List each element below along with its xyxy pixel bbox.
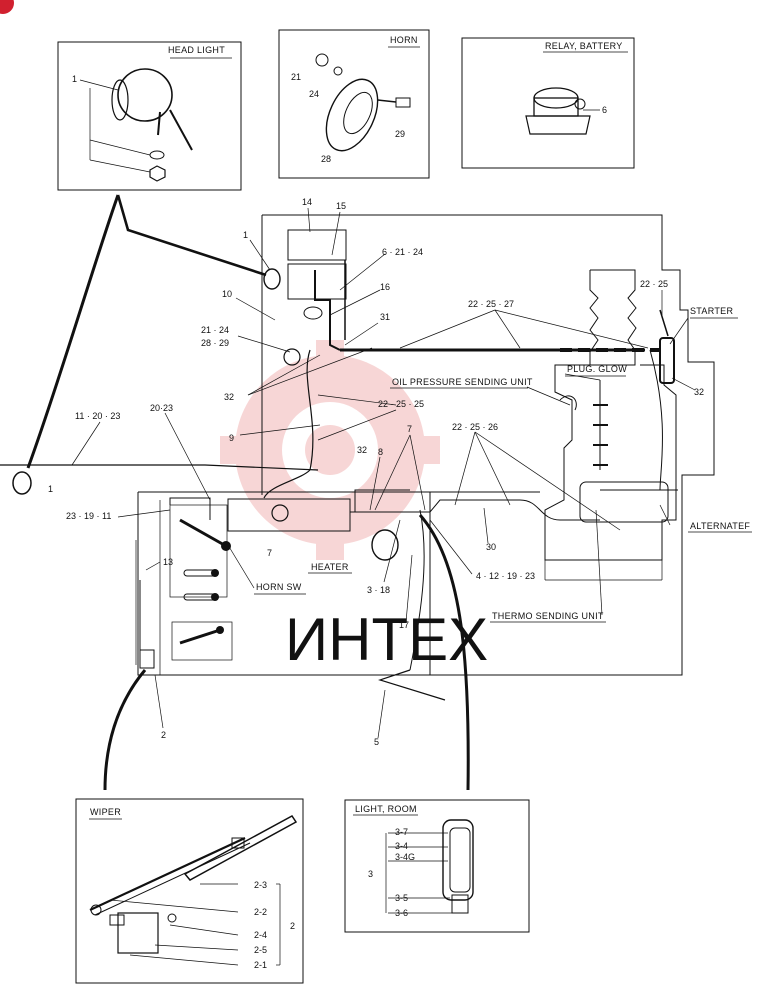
callout-6-21-24: 6 · 21 · 24 [382, 247, 423, 257]
callout-2: 2 [161, 730, 166, 740]
callout-32-right: 32 [694, 387, 704, 397]
horn-sw-label: HORN SW [256, 582, 302, 592]
callout-7-top: 7 [407, 424, 412, 434]
light-part-3-4: 3-4 [395, 841, 408, 851]
light-part-3: 3 [368, 869, 373, 879]
wiper-title: WIPER [90, 807, 121, 817]
callout-32-mid: 32 [357, 445, 367, 455]
callout-10: 10 [222, 289, 232, 299]
callout-22-25: 22 · 25 [640, 279, 668, 289]
oil-pressure-label: OIL PRESSURE SENDING UNIT [392, 377, 533, 387]
callout-7-bottom: 7 [267, 548, 272, 558]
engine-outline [135, 214, 715, 676]
callout-4-12-19-23: 4 · 12 · 19 · 23 [476, 571, 535, 581]
callout-9: 9 [229, 433, 234, 443]
watermark-text: ИНТЕХ [285, 606, 488, 673]
wiper-part-2-3: 2-3 [254, 880, 267, 890]
wiper-part-2: 2 [290, 921, 295, 931]
leader-lines [71, 207, 696, 739]
callout-5: 5 [374, 737, 379, 747]
callout-30: 30 [486, 542, 496, 552]
relay-part-6: 6 [602, 105, 607, 115]
relay-battery-panel: RELAY, BATTERY 6 [461, 37, 635, 169]
wiper-panel: WIPER 2-3 2-2 2 2-4 2-5 2-1 [75, 798, 304, 984]
wiper-part-2-5: 2-5 [254, 945, 267, 955]
callout-31: 31 [380, 312, 390, 322]
horn-part-28: 28 [321, 154, 331, 164]
thermo-label: THERMO SENDING UNIT [492, 611, 604, 621]
callout-22-25-26: 22 · 25 · 26 [452, 422, 498, 432]
callout-22-25-27: 22 · 25 · 27 [468, 299, 514, 309]
callout-3-18: 3 · 18 [367, 585, 390, 595]
callout-14: 14 [302, 197, 312, 207]
callout-21-24: 21 · 24 [201, 325, 229, 335]
wiper-part-2-2: 2-2 [254, 907, 267, 917]
callout-22-25-25: 22 · 25 · 25 [378, 399, 424, 409]
callout-32-left: 32 [224, 392, 234, 402]
relay-battery-title: RELAY, BATTERY [545, 41, 623, 51]
callout-1b: 1 [48, 484, 53, 494]
light-part-3-6: 3-6 [395, 908, 408, 918]
callout-8: 8 [378, 447, 383, 457]
callout-17: 17 [399, 620, 409, 630]
horn-title: HORN [390, 35, 418, 45]
callout-16: 16 [380, 282, 390, 292]
starter-label: STARTER [690, 306, 733, 316]
callout-28-29: 28 · 29 [201, 338, 229, 348]
light-room-panel: LIGHT, ROOM 3-7 3-4 3-4G 3 3-5 3-6 [344, 799, 530, 933]
light-part-3-4g: 3-4G [395, 852, 415, 862]
left-headlight-icon [12, 471, 32, 495]
light-part-3-5: 3-5 [395, 893, 408, 903]
callout-23-19-11: 23 · 19 · 11 [66, 511, 111, 521]
horn-part-24: 24 [309, 89, 319, 99]
callout-11-20-23: 11 · 20 · 23 [75, 411, 120, 421]
horn-part-21: 21 [291, 72, 301, 82]
headlight-panel: HEAD LIGHT 1 [57, 41, 242, 191]
light-room-title: LIGHT, ROOM [355, 804, 417, 814]
headlight-part-1: 1 [72, 74, 77, 84]
light-part-3-7: 3-7 [395, 827, 408, 837]
corner-marker [0, 0, 14, 14]
heater-label: HEATER [311, 562, 349, 572]
horn-part-29: 29 [395, 129, 405, 139]
callout-20-23: 20·23 [150, 403, 173, 413]
wiper-part-2-4: 2-4 [254, 930, 267, 940]
headlight-title: HEAD LIGHT [168, 45, 225, 55]
callout-1a: 1 [243, 230, 248, 240]
wire-harness [0, 260, 678, 791]
wiper-part-2-1: 2-1 [254, 960, 267, 970]
watermark-gear [220, 340, 440, 560]
callout-13: 13 [163, 557, 173, 567]
callout-15: 15 [336, 201, 346, 211]
plug-glow-label: PLUG. GLOW [567, 364, 627, 374]
alternator-label: ALTERNATEF [690, 521, 750, 531]
horn-panel: HORN 21 24 28 29 [278, 29, 430, 179]
